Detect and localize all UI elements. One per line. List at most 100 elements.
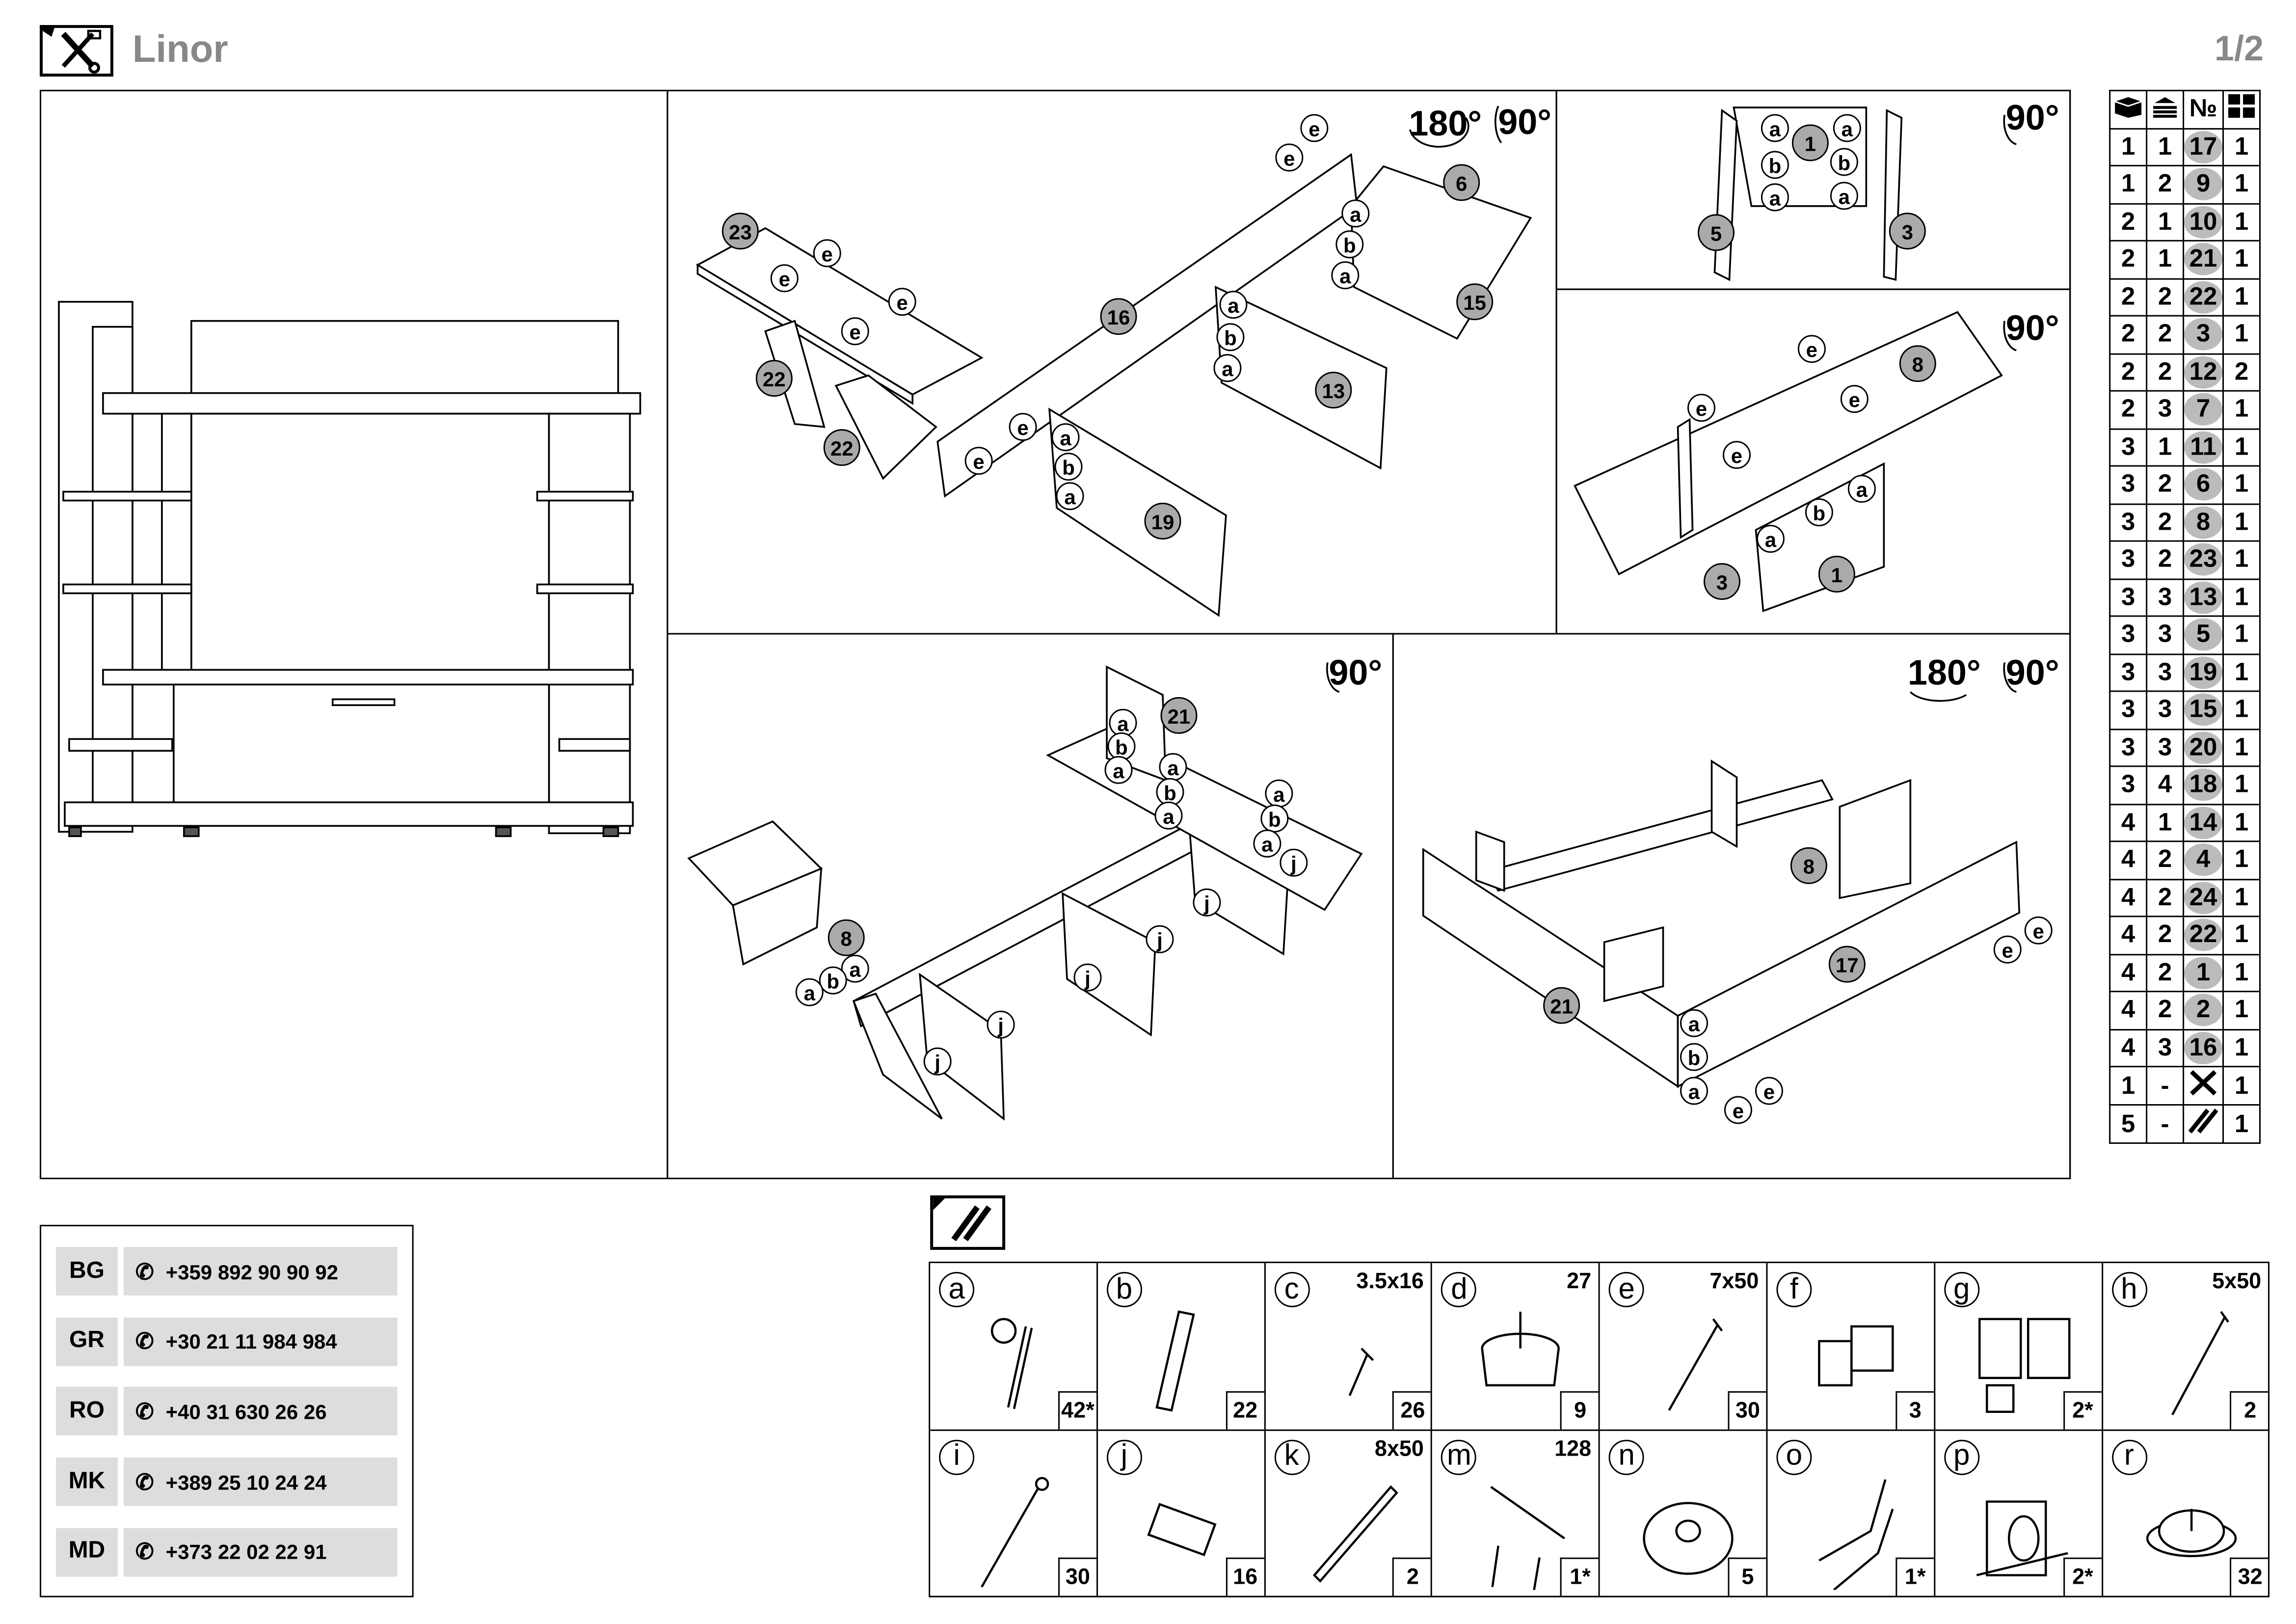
quantity-cell: 1 — [2222, 991, 2261, 1030]
rotate-180-label: 180° — [1907, 653, 1981, 694]
quantity-cell: 1 — [2222, 465, 2261, 505]
part-number-cell: 4 — [2183, 840, 2224, 880]
overview-panel — [39, 89, 668, 1179]
part-number-cell: 6 — [2183, 465, 2224, 505]
part-number: 23 — [2184, 543, 2223, 576]
part-number-cell: 10 — [2183, 202, 2224, 242]
quantity-cell: 1 — [2222, 840, 2261, 880]
level-cell: 2 — [2146, 164, 2185, 204]
part-number: 24 — [2184, 881, 2223, 914]
quantity-cell: 1 — [2222, 164, 2261, 204]
part-label: 23 — [721, 213, 759, 250]
part-number-cell: 18 — [2183, 765, 2224, 805]
step-2-panel — [1555, 89, 2071, 290]
box-number-cell: 2 — [2109, 315, 2148, 354]
box-number-cell: 3 — [2109, 465, 2148, 505]
part-number: 20 — [2184, 731, 2223, 764]
hardware-quantity: 16 — [1225, 1557, 1264, 1596]
hardware-size: 7x50 — [1709, 1269, 1759, 1294]
hardware-quantity: 1* — [1895, 1557, 1934, 1596]
hardware-label: b — [819, 966, 847, 995]
hardware-letter: e — [1609, 1272, 1645, 1307]
hardware-label: b — [1830, 148, 1858, 176]
step-1-panel — [667, 89, 1557, 635]
part-label: 6 — [1443, 164, 1480, 201]
hardware-label: e — [2024, 916, 2053, 945]
level-cell: 3 — [2146, 578, 2185, 617]
phone-icon: ✆ — [135, 1540, 154, 1566]
level-cell: 3 — [2146, 390, 2185, 430]
box-number-cell: 3 — [2109, 578, 2148, 617]
hardware-quantity: 30 — [1058, 1557, 1096, 1596]
quantity-cell: 1 — [2222, 503, 2261, 542]
level-cell: 2 — [2146, 277, 2185, 317]
part-number-cell: 8 — [2183, 503, 2224, 542]
part-number: 8 — [2184, 506, 2223, 539]
hardware-label: j — [1193, 888, 1221, 917]
hardware-quantity: 9 — [1560, 1390, 1599, 1429]
hardware-letter: c — [1274, 1272, 1309, 1307]
hardware-j-icon — [1147, 1502, 1216, 1556]
hardware-label: b — [1805, 498, 1833, 527]
level-cell: 3 — [2146, 652, 2185, 692]
hardware-label: a — [795, 978, 824, 1006]
part-label: 5 — [1698, 214, 1735, 251]
box-number-cell: 2 — [2109, 277, 2148, 317]
hardware-quantity: 1* — [1560, 1557, 1599, 1596]
level-cell: 2 — [2146, 878, 2185, 918]
part-number: 15 — [2184, 694, 2223, 727]
part-number: 2 — [2184, 994, 2223, 1027]
quantity-cell: 1 — [2222, 803, 2261, 842]
phone-number: +359 892 90 90 92 — [165, 1259, 338, 1283]
step-4-panel — [667, 633, 1394, 1179]
part-number-cell: 13 — [2183, 578, 2224, 617]
hardware-i-icon — [981, 1476, 1049, 1587]
box-number-cell: 3 — [2109, 690, 2148, 730]
hardware-label: b — [1680, 1043, 1708, 1071]
hardware-letter: m — [1441, 1439, 1477, 1475]
part-number: 13 — [2184, 581, 2223, 614]
rotate-90-label: 90° — [1329, 653, 1383, 694]
hardware-size: 5x50 — [2212, 1269, 2262, 1294]
hardware-label: a — [1154, 801, 1183, 830]
hardware-label: e — [1724, 1096, 1752, 1124]
part-number: 12 — [2184, 355, 2223, 388]
level-cell: 2 — [2146, 352, 2185, 392]
part-label: 8 — [1899, 345, 1936, 382]
quantity-cell: 1 — [2222, 540, 2261, 579]
box-number-cell: 3 — [2109, 540, 2148, 579]
quantity-cell: 1 — [2222, 202, 2261, 242]
hardware-label: e — [1275, 143, 1304, 172]
hardware-label: a — [1833, 114, 1861, 142]
box-number-cell: 5 — [2109, 1104, 2148, 1144]
rotate-90-label: 90° — [1498, 103, 1552, 143]
hardware-k-icon — [1312, 1484, 1398, 1582]
quantity-cell: 2 — [2222, 352, 2261, 392]
hardware-label: e — [841, 317, 869, 346]
part-label: 22 — [823, 429, 860, 466]
country-code: BG — [55, 1246, 118, 1296]
level-cell: 2 — [2146, 840, 2185, 880]
hardware-label: a — [1265, 779, 1293, 808]
part-number: 22 — [2184, 919, 2223, 951]
level-cell: 1 — [2146, 202, 2185, 242]
part-number-cell: 14 — [2183, 803, 2224, 842]
number-header: № — [2183, 89, 2224, 129]
box-number-cell: 4 — [2109, 1028, 2148, 1068]
level-cell: - — [2146, 1104, 2185, 1144]
hardware-size: 8x50 — [1374, 1436, 1424, 1462]
hardware-label: a — [1761, 114, 1789, 142]
part-label: 13 — [1315, 372, 1352, 409]
hardware-label: b — [1761, 151, 1789, 179]
